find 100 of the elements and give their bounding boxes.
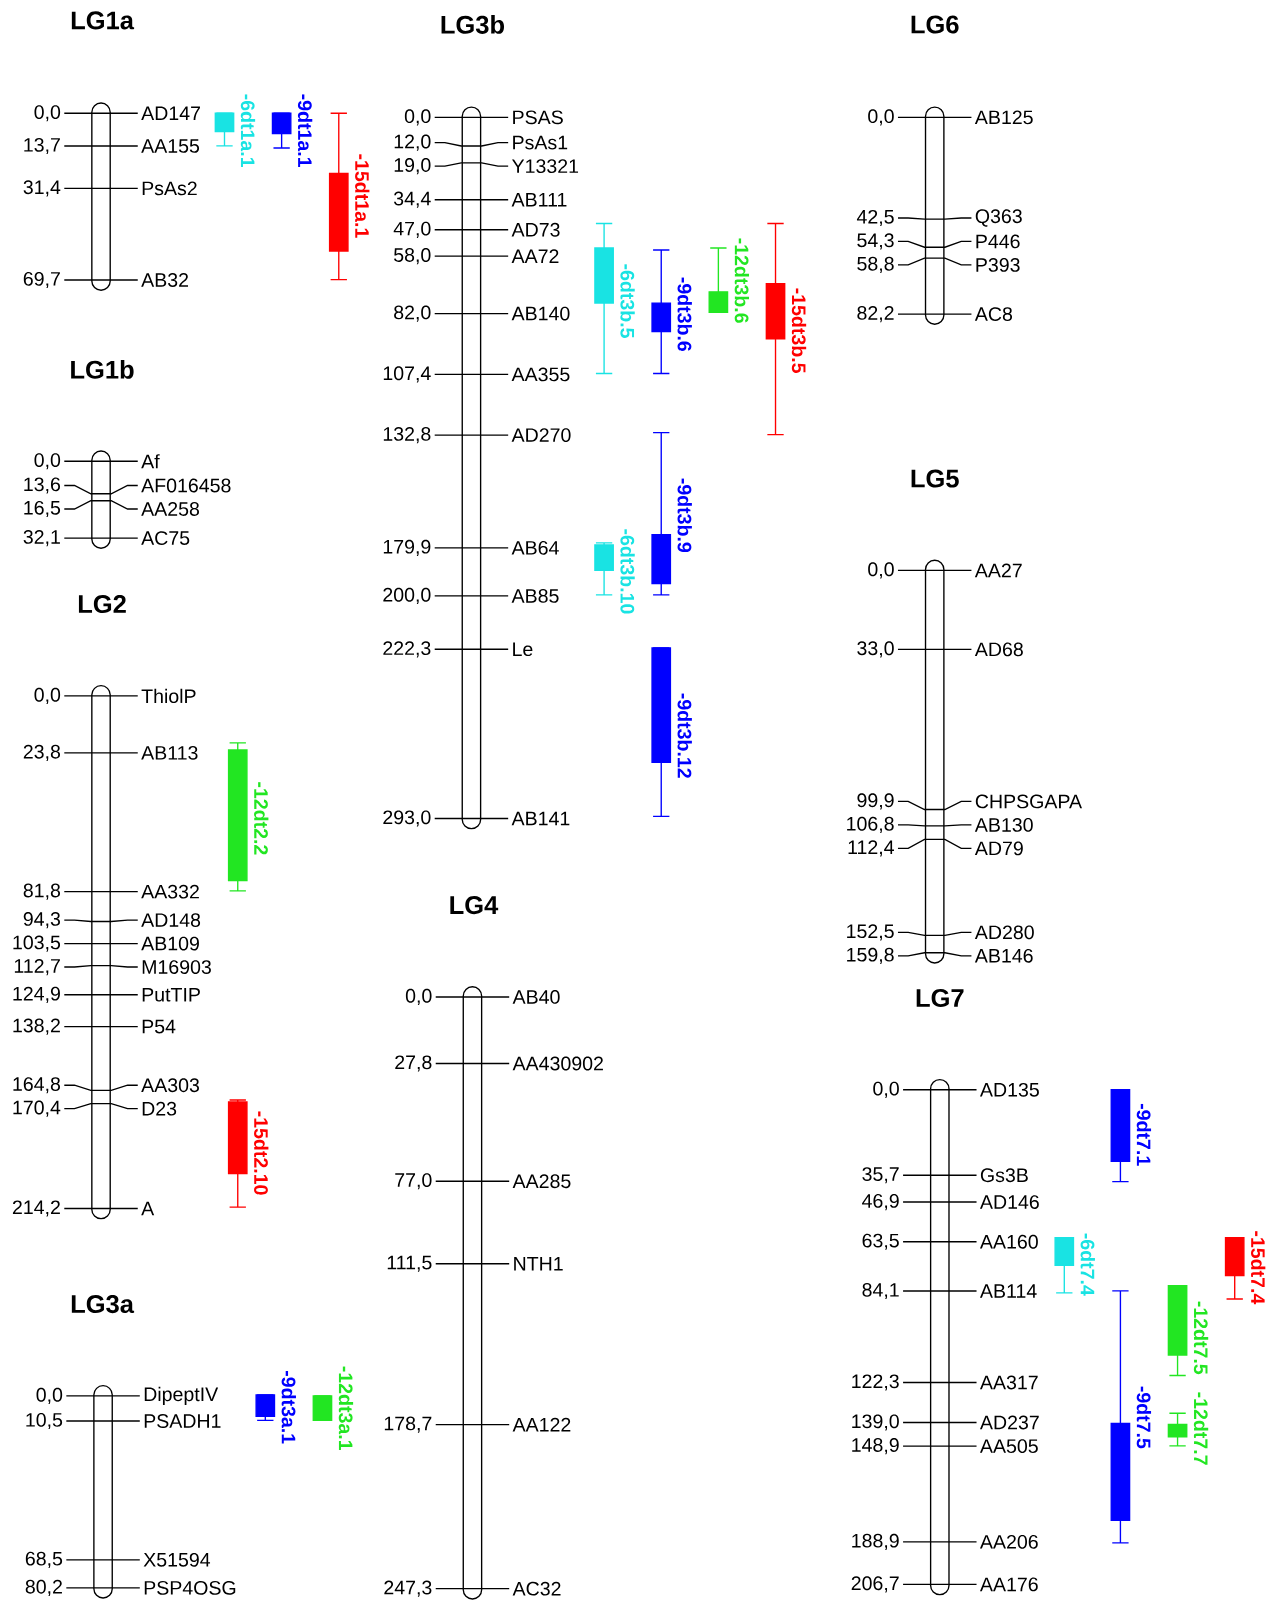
chromosome-bar xyxy=(93,1385,114,1599)
group-title: LG4 xyxy=(450,896,499,915)
position-label: 138,2 xyxy=(13,1018,61,1035)
position-label: 0,0 xyxy=(34,687,61,704)
chromosome-bar xyxy=(91,450,112,549)
marker-label: AD73 xyxy=(511,222,560,237)
marker-label: AA206 xyxy=(980,1534,1038,1549)
position-label: 84,1 xyxy=(862,1282,899,1300)
position-label: 54,3 xyxy=(857,233,894,250)
position-label: 31,4 xyxy=(23,180,61,197)
qtl-label: -9dt3b.12 xyxy=(677,693,693,778)
marker-label: CHPSGAPA xyxy=(976,794,1083,809)
marker-label: P393 xyxy=(976,258,1020,272)
marker-label: D23 xyxy=(142,1101,177,1116)
position-label: 293,0 xyxy=(383,810,431,827)
qtl-label: -9dt3a.1 xyxy=(281,1370,297,1444)
position-label: 111,5 xyxy=(387,1255,432,1272)
marker-label: AC75 xyxy=(141,531,190,545)
position-label: 0,0 xyxy=(36,1387,63,1404)
marker-label: AD79 xyxy=(975,841,1023,856)
marker-label: Y13321 xyxy=(512,159,579,174)
position-label: 124,9 xyxy=(13,986,61,1003)
position-label: 0,0 xyxy=(405,109,431,126)
position-label: 0,0 xyxy=(34,453,61,470)
position-label: 179,9 xyxy=(384,539,431,556)
marker-label: AB85 xyxy=(511,589,559,603)
position-label: 13,6 xyxy=(24,477,61,494)
position-label: 247,3 xyxy=(384,1580,432,1597)
marker-label: PSADH1 xyxy=(145,1414,221,1428)
marker-label: PSP4OSG xyxy=(145,1580,236,1595)
position-label: 206,7 xyxy=(851,1576,899,1593)
qtl-label: -9dt7.1 xyxy=(1136,1103,1152,1166)
position-label: 47,0 xyxy=(393,221,431,238)
marker-label: AA155 xyxy=(141,139,200,153)
group-title: LG3b xyxy=(441,15,505,34)
qtl-label: -15dt2.10 xyxy=(254,1111,269,1195)
group-title: LG1b xyxy=(71,360,134,379)
marker-label: PsAs1 xyxy=(513,135,568,150)
qtl-label: -6dt3b.5 xyxy=(620,264,635,338)
position-label: 12,0 xyxy=(394,134,431,151)
marker-label: PsAs2 xyxy=(142,181,197,196)
position-label: 94,3 xyxy=(23,912,61,929)
qtl-label: -15dt7.4 xyxy=(1251,1231,1266,1305)
marker-label: AF016458 xyxy=(141,478,231,493)
position-label: 112,4 xyxy=(848,840,895,857)
marker-label: AA505 xyxy=(980,1439,1038,1454)
position-label: 178,7 xyxy=(385,1416,432,1433)
group-title: LG3a xyxy=(72,1295,135,1314)
group-title: LG1a xyxy=(72,11,135,30)
chromosome-bar xyxy=(91,102,112,291)
marker-label: AD280 xyxy=(975,925,1035,940)
marker-label: X51594 xyxy=(143,1552,211,1567)
marker-label: ThiolP xyxy=(141,688,196,704)
marker-label: AA430902 xyxy=(512,1056,604,1071)
marker-label: Gs3B xyxy=(981,1168,1028,1183)
position-label: 42,5 xyxy=(857,209,894,227)
position-label: 58,8 xyxy=(857,256,894,273)
position-label: 200,0 xyxy=(383,587,431,604)
marker-label: AD148 xyxy=(141,913,201,928)
position-label: 99,9 xyxy=(857,793,894,810)
marker-label: AA27 xyxy=(975,563,1022,578)
chromosome-bar xyxy=(925,559,945,964)
marker-label: AC8 xyxy=(975,307,1013,321)
marker-label: Le xyxy=(513,642,533,657)
marker-label: NTH1 xyxy=(514,1257,563,1271)
position-label: 81,8 xyxy=(23,883,61,900)
position-label: 0,0 xyxy=(34,105,61,122)
qtl-label: -15dt1a.1 xyxy=(355,154,370,238)
marker-label: AD237 xyxy=(980,1415,1039,1430)
position-label: 0,0 xyxy=(873,1081,900,1098)
marker-label: AD135 xyxy=(980,1082,1040,1097)
position-label: 132,8 xyxy=(384,427,431,444)
position-label: 27,8 xyxy=(395,1055,432,1072)
position-label: 103,5 xyxy=(13,935,61,952)
marker-label: AA122 xyxy=(512,1417,571,1432)
marker-label: DipeptIV xyxy=(145,1386,219,1406)
position-label: 80,2 xyxy=(25,1579,63,1596)
marker-label: AB125 xyxy=(975,110,1033,125)
marker-label: A xyxy=(141,1201,155,1216)
position-label: 77,0 xyxy=(395,1173,432,1190)
position-label: 46,9 xyxy=(862,1193,899,1211)
position-label: 152,5 xyxy=(847,924,894,941)
chromosome-bar xyxy=(91,685,112,1220)
marker-label: AB114 xyxy=(980,1284,1037,1298)
chromosome-bar xyxy=(461,106,482,830)
qtl-label: -12dt7.7 xyxy=(1194,1392,1209,1465)
position-label: 107,4 xyxy=(384,366,431,383)
group-title: LG2 xyxy=(79,595,126,614)
chromosome-bar xyxy=(925,106,945,325)
position-label: 32,1 xyxy=(23,530,61,547)
marker-label: Af xyxy=(141,454,160,469)
position-label: 139,0 xyxy=(852,1414,900,1431)
position-label: 63,5 xyxy=(862,1233,900,1250)
marker-label: AB141 xyxy=(511,811,570,826)
qtl-label: -6dt1a.1 xyxy=(240,94,256,167)
qtl-label: -9dt3b.9 xyxy=(677,478,693,553)
position-label: 0,0 xyxy=(868,562,894,579)
marker-label: PutTIP xyxy=(142,988,201,1002)
marker-label: AD270 xyxy=(511,428,571,442)
qtl-label: -6dt3b.10 xyxy=(620,529,635,614)
